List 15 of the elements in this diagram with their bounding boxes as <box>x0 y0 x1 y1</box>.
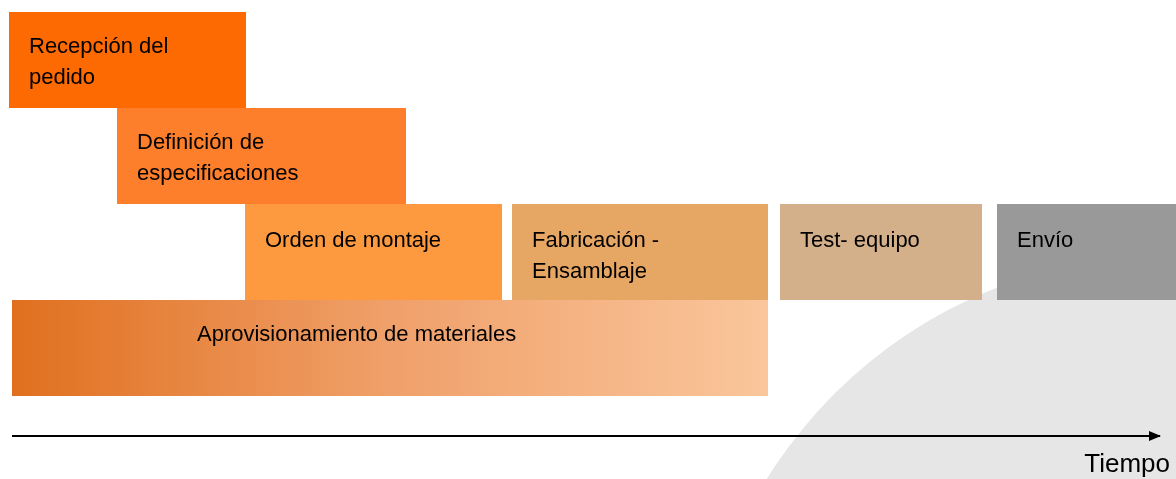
step-label: Orden de montaje <box>265 226 443 254</box>
axis-label: Tiempo <box>1084 448 1170 478</box>
process-box <box>117 108 406 204</box>
process-box <box>780 204 982 300</box>
step-label: Recepción del pedido <box>29 32 170 91</box>
step-label: Definición de especificaciones <box>137 128 300 187</box>
step-label: Fabricación - Ensamblaje <box>532 226 661 285</box>
process-box <box>9 12 246 108</box>
step-label: Envío <box>1017 226 1075 254</box>
process-box <box>245 204 502 300</box>
process-box <box>997 204 1176 300</box>
process-box <box>12 300 768 396</box>
process-box <box>512 204 768 300</box>
step-label: Test- equipo <box>800 226 921 254</box>
step-label: Aprovisionamiento de materiales <box>197 320 518 348</box>
